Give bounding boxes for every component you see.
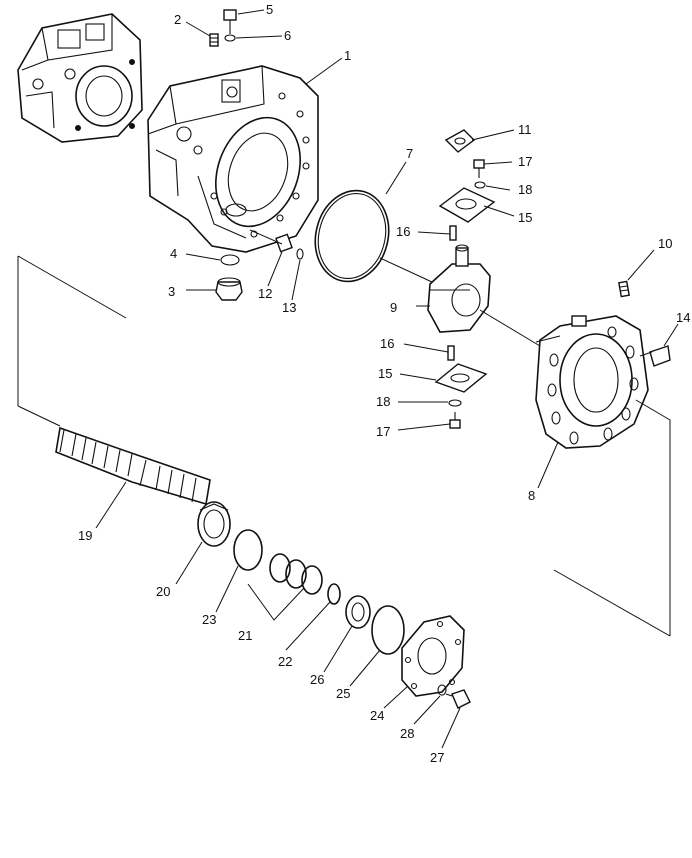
callout-17-upper: 17	[518, 154, 532, 169]
callout-14: 14	[676, 310, 690, 325]
callout-26: 26	[310, 672, 324, 687]
seal-set-part-21	[269, 553, 323, 595]
callout-8: 8	[528, 488, 535, 503]
retainer-part-15-upper	[438, 187, 496, 223]
callout-27: 27	[430, 750, 444, 765]
callout-15-upper: 15	[518, 210, 532, 225]
callout-20: 20	[156, 584, 170, 599]
callout-6: 6	[284, 28, 291, 43]
pin-part-16-upper	[449, 225, 457, 241]
callout-23: 23	[202, 612, 216, 627]
bearing-part-26	[345, 595, 371, 629]
snap-ring-part-22	[327, 583, 341, 605]
cover-part-24	[401, 615, 465, 697]
callout-11: 11	[518, 122, 532, 137]
callout-18-lower: 18	[376, 394, 390, 409]
callout-10: 10	[658, 236, 672, 251]
cap-part-11	[444, 129, 476, 153]
callout-18-upper: 18	[518, 182, 532, 197]
bolt-part-17-lower	[449, 412, 461, 429]
end-cover-part-8	[535, 315, 649, 449]
o-ring-part-7	[314, 189, 390, 283]
callout-24: 24	[370, 708, 384, 723]
washer-part-18-lower	[448, 399, 462, 407]
callout-12: 12	[258, 286, 272, 301]
callout-4: 4	[170, 246, 177, 261]
callout-22: 22	[278, 654, 292, 669]
washer-part-28	[437, 684, 447, 696]
assembly-lines	[17, 229, 671, 637]
washer-part-18-upper	[474, 181, 486, 189]
plug-part-10	[618, 280, 630, 298]
bolt-part-17-upper	[473, 159, 485, 178]
callout-21: 21	[238, 628, 252, 643]
pin-part-12	[275, 233, 293, 253]
callout-15-lower: 15	[378, 366, 392, 381]
pin-part-13	[296, 248, 304, 260]
callout-25: 25	[336, 686, 350, 701]
o-ring-part-25	[371, 605, 405, 655]
callout-16-lower: 16	[380, 336, 394, 351]
plug-part-2	[209, 33, 219, 47]
reference-pump-housing	[17, 13, 143, 143]
callout-2: 2	[174, 12, 181, 27]
callout-13: 13	[282, 300, 296, 315]
callout-1: 1	[344, 48, 351, 63]
callout-7: 7	[406, 146, 413, 161]
callout-3: 3	[168, 284, 175, 299]
leader-lines	[95, 9, 679, 749]
retainer-part-15-lower	[434, 363, 488, 393]
pump-case-part-1	[147, 65, 319, 253]
callout-labels: 1 2 3 4 5 6 7 8 9 10 11 12 13 14 15 15 1…	[78, 2, 690, 765]
bolt-part-5	[223, 9, 237, 34]
washer-part-6	[224, 34, 236, 42]
plug-part-3	[215, 277, 243, 301]
swash-block-part-9	[427, 244, 491, 333]
o-ring-part-4	[220, 254, 240, 266]
callout-9: 9	[390, 300, 397, 315]
callout-19: 19	[78, 528, 92, 543]
callout-16-upper: 16	[396, 224, 410, 239]
snap-ring-part-23	[233, 529, 263, 571]
callout-17-lower: 17	[376, 424, 390, 439]
pin-part-16-lower	[447, 345, 455, 361]
bolt-part-14	[639, 345, 671, 367]
shaft-part-19	[55, 426, 211, 506]
bearing-part-20	[197, 501, 231, 547]
callout-5: 5	[266, 2, 273, 17]
callout-28: 28	[400, 726, 414, 741]
bolt-part-27	[445, 689, 471, 709]
